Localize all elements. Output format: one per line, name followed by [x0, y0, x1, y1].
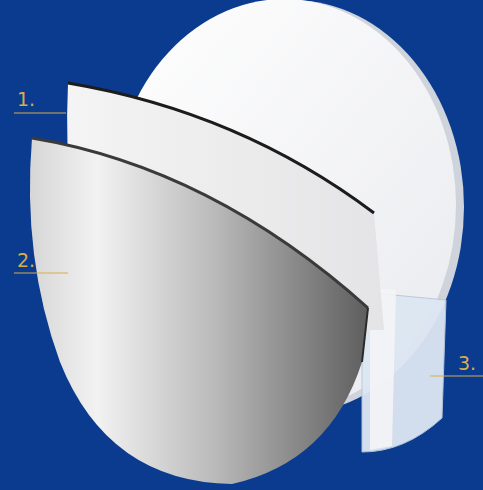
callout-number: 1.	[17, 88, 35, 110]
layer-2-edge	[32, 138, 368, 308]
callout-number: 2.	[17, 249, 35, 271]
leader-line	[14, 113, 66, 114]
callout-number: 3.	[458, 352, 476, 374]
layer-2-sheet	[30, 138, 368, 484]
leader-line	[430, 376, 483, 377]
layer-2-edge	[362, 308, 368, 362]
leader-line	[14, 273, 68, 274]
